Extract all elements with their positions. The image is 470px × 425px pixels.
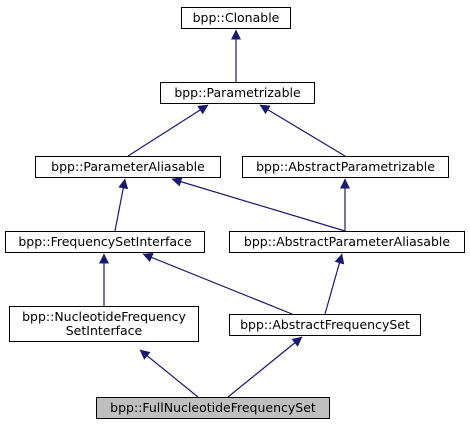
class-name-label: bpp::AbstractParameterAliasable xyxy=(243,234,451,249)
class-name-label: bpp::AbstractParametrizable xyxy=(256,159,435,174)
class-name-label: SetInterface xyxy=(65,323,143,338)
class-name-label: bpp::Parametrizable xyxy=(174,85,301,100)
class-name-label: bpp::ParameterAliasable xyxy=(51,159,205,174)
inheritance-edge-abstract-frequency-set-to-abstract-parameter-aliasable xyxy=(324,253,345,315)
inheritance-edge-abstract-parameter-aliasable-to-parameter-aliasable xyxy=(171,176,346,232)
class-node-clonable[interactable]: bpp::Clonable xyxy=(181,7,291,29)
class-name-label: bpp::Clonable xyxy=(192,10,280,25)
class-node-parametrizable[interactable]: bpp::Parametrizable xyxy=(160,82,315,104)
class-name-label: bpp::FrequencySetInterface xyxy=(18,234,192,249)
inheritance-edge-full-nucleotide-frequency-set-to-nucleotide-frequency-set-interface xyxy=(139,349,199,398)
inheritance-edge-abstract-frequency-set-to-frequency-set-interface xyxy=(142,252,293,315)
class-name-label: bpp::AbstractFrequencySet xyxy=(240,317,410,332)
inheritance-edge-full-nucleotide-frequency-set-to-abstract-frequency-set xyxy=(227,336,303,398)
class-node-abstract-parameter-aliasable[interactable]: bpp::AbstractParameterAliasable xyxy=(229,231,465,253)
inheritance-edge-frequency-set-interface-to-parameter-aliasable xyxy=(114,178,129,232)
class-node-full-nucleotide-frequency-set: bpp::FullNucleotideFrequencySet xyxy=(96,397,330,419)
inheritance-edge-abstract-parametrizable-to-parametrizable xyxy=(259,104,346,157)
inheritance-edge-parameter-aliasable-to-parametrizable xyxy=(127,104,209,157)
class-node-abstract-frequency-set[interactable]: bpp::AbstractFrequencySet xyxy=(229,314,421,336)
class-name-label: bpp::FullNucleotideFrequencySet xyxy=(110,400,316,415)
class-name-label: bpp::NucleotideFrequency xyxy=(22,309,186,324)
class-node-frequency-set-interface[interactable]: bpp::FrequencySetInterface xyxy=(5,231,205,253)
class-node-abstract-parametrizable[interactable]: bpp::AbstractParametrizable xyxy=(242,156,449,178)
class-node-parameter-aliasable[interactable]: bpp::ParameterAliasable xyxy=(35,156,221,178)
